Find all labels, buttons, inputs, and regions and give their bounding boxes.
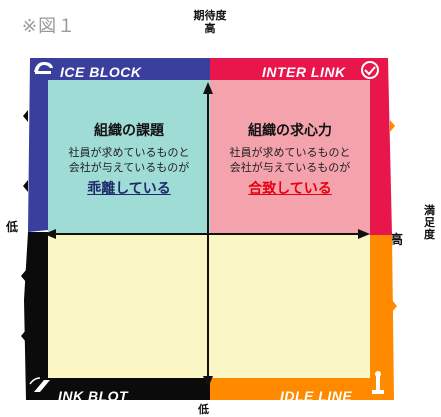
vertical-axis-low: 低 xyxy=(198,403,209,416)
corner-label-ice-block: ICE BLOCK xyxy=(60,64,142,80)
vertical-axis-high: 高 xyxy=(204,22,216,35)
figure-label: ※図１ xyxy=(22,16,77,37)
vertical-axis-name: 期待度 xyxy=(193,9,227,22)
vertical-axis-arrow-up xyxy=(203,82,213,94)
quadrant-bottom-left-fill xyxy=(48,235,210,378)
vertical-axis-arrow-down xyxy=(203,376,213,388)
quadrant-top-left-line1: 社員が求めているものと xyxy=(68,146,190,159)
quadrant-top-right-line2: 会社が与えているものが xyxy=(229,161,351,174)
idle-line-icon xyxy=(372,371,384,394)
inter-link-icon xyxy=(361,61,379,79)
quadrant-top-left-line2: 会社が与えているものが xyxy=(68,161,190,174)
quadrant-top-right-emphasis: 合致している xyxy=(248,181,332,197)
vertical-axis-top-label: 期待度 高 xyxy=(180,9,240,35)
frame-top-left-blue xyxy=(28,58,210,232)
quadrant-top-left-fill xyxy=(48,80,210,235)
horizontal-axis-low: 低 xyxy=(6,220,19,234)
ice-block-icon xyxy=(34,62,53,74)
quadrant-top-right-title: 組織の求心力 xyxy=(248,123,332,139)
horizontal-axis-name: 満足度 xyxy=(424,204,435,241)
horizontal-axis-arrow-left xyxy=(44,229,56,239)
quadrant-top-right-fill xyxy=(210,80,370,235)
ink-blot-icon xyxy=(29,377,50,392)
frame-bottom-right-orange xyxy=(210,235,394,400)
quadrant-top-left-emphasis: 乖離している xyxy=(87,181,171,197)
corner-label-inter-link: INTER LINK xyxy=(262,64,346,80)
horizontal-axis-arrow-right xyxy=(358,229,370,239)
quadrant-bottom-right-fill xyxy=(210,235,370,378)
quadrant-top-right-line1: 社員が求めているものと xyxy=(229,146,351,159)
horizontal-axis-high: 高 xyxy=(390,233,404,248)
frame-top-right-red xyxy=(210,58,392,235)
corner-label-idle-line: IDLE LINE xyxy=(280,388,353,404)
quadrant-top-left-title: 組織の課題 xyxy=(94,123,164,139)
corner-label-ink-blot: INK BLOT xyxy=(58,388,129,404)
